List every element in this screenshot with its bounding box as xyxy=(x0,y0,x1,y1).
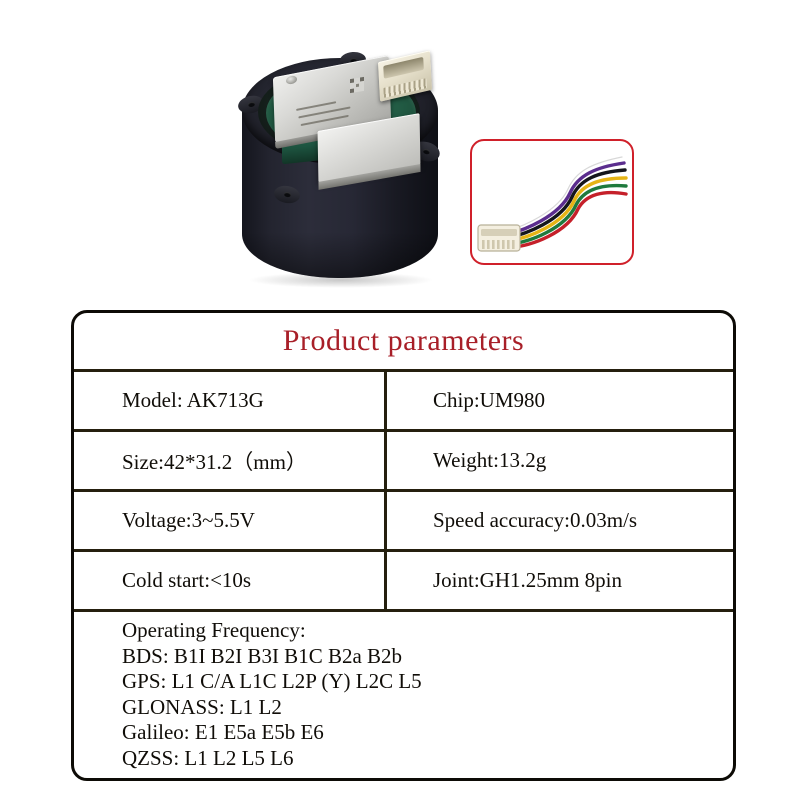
gnss-module-photo xyxy=(222,36,472,298)
frequency-line-glonass: GLONASS: L1 L2 xyxy=(122,694,282,719)
table-row: Voltage:3~5.5V Speed accuracy:0.03m/s xyxy=(74,492,733,552)
cell-cold-start: Cold start:<10s xyxy=(74,552,387,609)
table-row: Cold start:<10s Joint:GH1.25mm 8pin xyxy=(74,552,733,612)
cell-joint: Joint:GH1.25mm 8pin xyxy=(433,568,623,592)
frequency-line-gps: GPS: L1 C/A L1C L2P (Y) L2C L5 xyxy=(122,669,422,693)
table-title-row: Product parameters xyxy=(74,313,733,372)
cell-weight: Weight:13.2g xyxy=(433,448,547,472)
product-parameters-table: Product parameters Model: AK713G Chip:UM… xyxy=(71,310,736,781)
cell-speed-accuracy: Speed accuracy:0.03m/s xyxy=(433,508,638,532)
frequency-line-bds: BDS: B1I B2I B3I B1C B2a B2b xyxy=(122,643,403,668)
module-qr-code xyxy=(350,76,364,94)
operating-frequency-block: Operating Frequency: BDS: B1I B2I B3I B1… xyxy=(74,612,733,794)
product-photo-area xyxy=(0,0,800,300)
frequency-line: Operating Frequency: xyxy=(122,618,306,642)
table-row: Model: AK713G Chip:UM980 xyxy=(74,372,733,432)
table-row: Size:42*31.2（mm） Weight:13.2g xyxy=(74,432,733,492)
cell-model: Model: AK713G xyxy=(74,372,387,429)
jst-connector-housing xyxy=(477,224,521,252)
connector-cable-photo xyxy=(470,139,634,265)
cell-size: Size:42*31.2（mm） xyxy=(74,432,387,489)
cable-illustration xyxy=(477,155,628,252)
frequency-line-galileo: Galileo: E1 E5a E5b E6 xyxy=(122,720,324,744)
module-shadow xyxy=(248,272,434,288)
page-title: Product parameters xyxy=(282,324,525,357)
cell-chip: Chip:UM980 xyxy=(433,388,546,412)
frequency-line-qzss: QZSS: L1 L2 L5 L6 xyxy=(122,745,294,770)
cell-voltage: Voltage:3~5.5V xyxy=(74,492,387,549)
